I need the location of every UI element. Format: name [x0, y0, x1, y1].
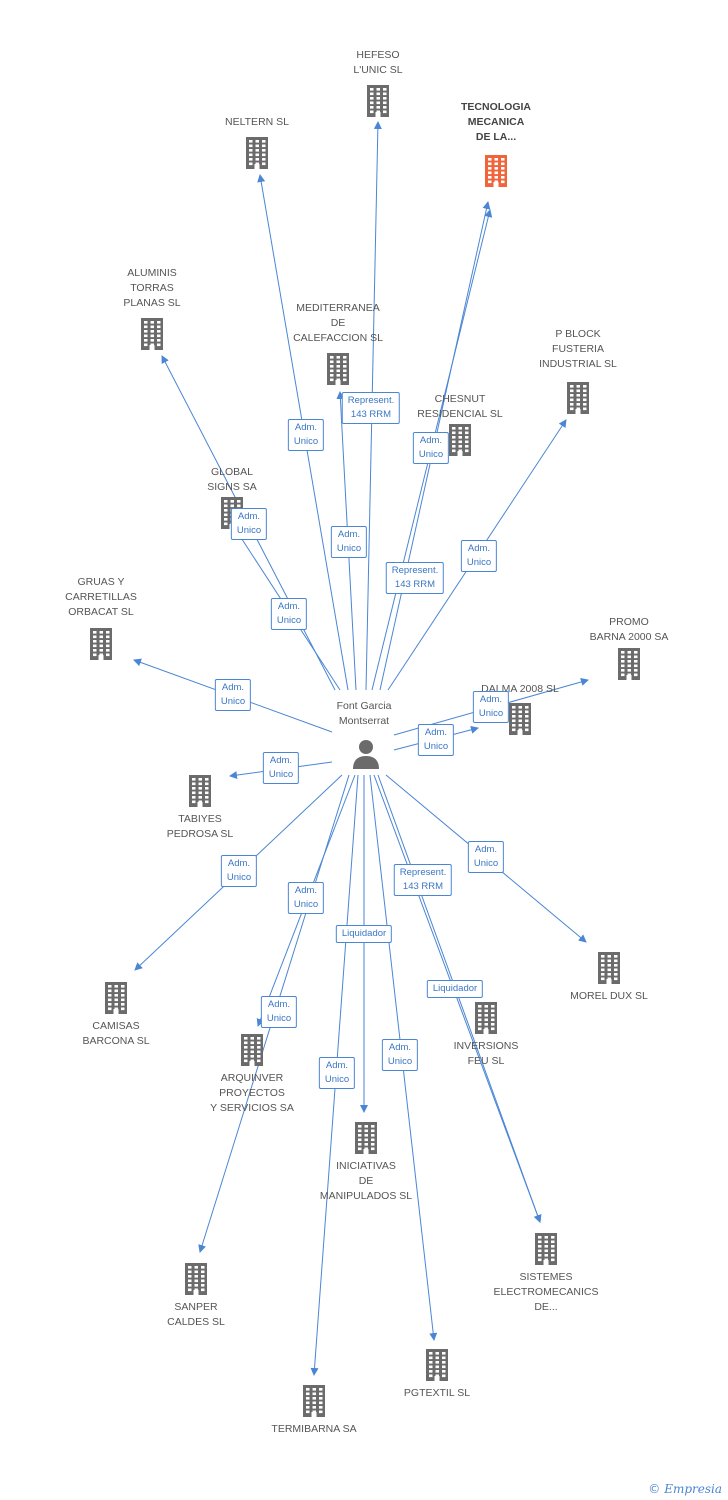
relation-label[interactable]: Adm.Unico — [472, 691, 510, 723]
edge-to-sistemes — [377, 774, 542, 1223]
building-icon[interactable] — [531, 1231, 561, 1265]
building-icon[interactable] — [299, 1383, 329, 1417]
company-label-termibarna[interactable]: TERMIBARNA SA — [271, 1423, 357, 1435]
building-icon[interactable] — [185, 773, 215, 807]
company-label-morel[interactable]: MOREL DUX SL — [570, 990, 648, 1002]
relation-label[interactable]: Adm.Unico — [330, 526, 368, 558]
building-icon[interactable] — [137, 316, 167, 350]
relation-label[interactable]: Adm.Unico — [270, 598, 308, 630]
brand-logo[interactable]: ©Empresia — [648, 1482, 722, 1496]
building-icon[interactable] — [323, 351, 353, 385]
relation-label[interactable]: Adm.Unico — [287, 419, 325, 451]
building-icon[interactable] — [181, 1261, 211, 1295]
relation-label[interactable]: Adm.Unico — [214, 679, 252, 711]
relation-label[interactable]: Adm.Unico — [460, 540, 498, 572]
relation-label[interactable]: Liquidador — [335, 925, 393, 943]
relation-label[interactable]: Adm.Unico — [467, 841, 505, 873]
building-icon[interactable] — [594, 950, 624, 984]
building-icon[interactable] — [237, 1032, 267, 1066]
relation-label[interactable]: Adm.Unico — [262, 752, 300, 784]
relation-label[interactable]: Liquidador — [426, 980, 484, 998]
company-label-pgtextil[interactable]: PGTEXTIL SL — [403, 1387, 471, 1399]
brand-name: Empresia — [664, 1482, 722, 1496]
building-icon[interactable] — [363, 83, 393, 117]
building-icon[interactable] — [445, 422, 475, 456]
building-icon[interactable] — [242, 135, 272, 169]
building-icon[interactable] — [101, 980, 131, 1014]
company-label-neltern[interactable]: NELTERN SL — [225, 116, 289, 128]
building-icon[interactable] — [471, 1000, 501, 1034]
relation-label[interactable]: Represent.143 RRM — [341, 392, 401, 424]
relation-label[interactable]: Adm.Unico — [417, 724, 455, 756]
relation-label[interactable]: Adm.Unico — [381, 1039, 419, 1071]
building-icon[interactable] — [481, 153, 511, 187]
relation-label[interactable]: Adm.Unico — [260, 996, 298, 1028]
building-icon[interactable] — [351, 1120, 381, 1154]
relation-label[interactable]: Adm.Unico — [287, 882, 325, 914]
building-icon[interactable] — [505, 701, 535, 735]
building-icon[interactable] — [422, 1347, 452, 1381]
relation-label[interactable]: Adm.Unico — [412, 432, 450, 464]
relation-label[interactable]: Represent.143 RRM — [385, 562, 445, 594]
building-icon[interactable] — [614, 646, 644, 680]
copyright-symbol: © — [648, 1482, 661, 1496]
building-icon[interactable] — [563, 380, 593, 414]
relation-label[interactable]: Adm.Unico — [230, 508, 268, 540]
person-icon[interactable] — [350, 738, 382, 770]
relation-label[interactable]: Adm.Unico — [318, 1057, 356, 1089]
edge-to-sistemes — [373, 774, 542, 1223]
relation-label[interactable]: Represent.143 RRM — [393, 864, 453, 896]
relation-label[interactable]: Adm.Unico — [220, 855, 258, 887]
building-icon[interactable] — [86, 626, 116, 660]
